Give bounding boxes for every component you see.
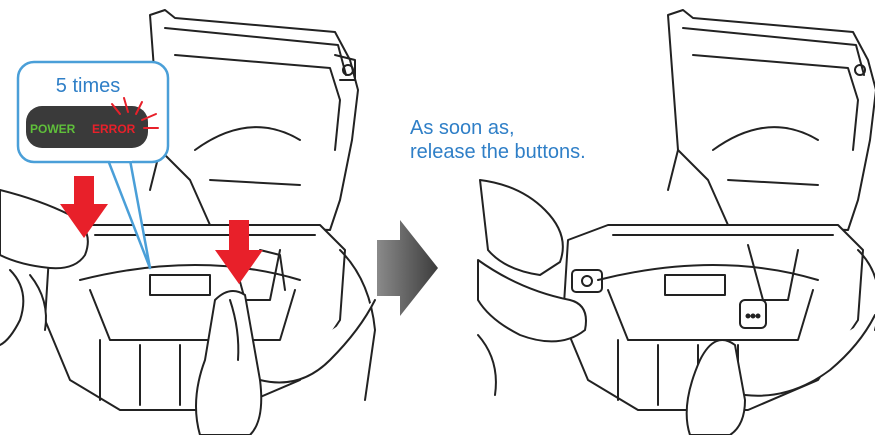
power-led-label: POWER	[30, 122, 76, 136]
step-arrow-icon	[377, 220, 438, 316]
instruction-line-2: release the buttons.	[410, 140, 586, 164]
instruction-text: As soon as, release the buttons.	[410, 116, 586, 164]
instruction-line-1: As soon as,	[410, 116, 586, 140]
error-led-label: ERROR	[92, 122, 136, 136]
callout-count-label: 5 times	[56, 75, 120, 97]
